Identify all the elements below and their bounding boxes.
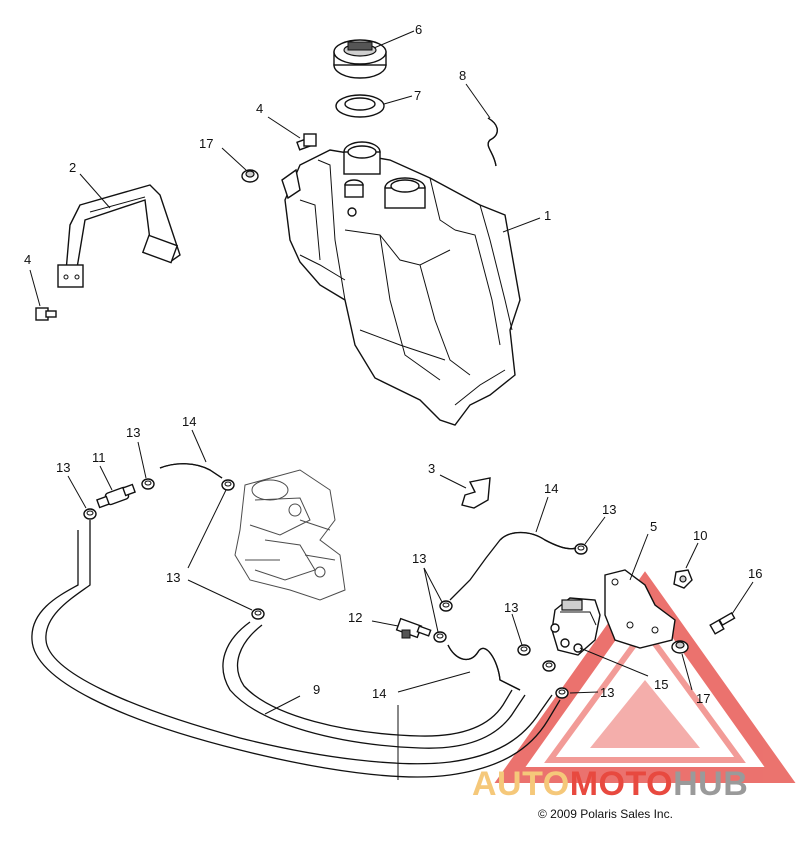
- watermark-logo: AUTOMOTOHUB: [472, 765, 748, 803]
- watermark-moto: MOTO: [570, 765, 673, 803]
- watermark-hub: HUB: [673, 765, 748, 803]
- hose-clip: [461, 477, 491, 509]
- callout-6: 6: [415, 22, 422, 37]
- clamp-13-a: [83, 508, 97, 520]
- tee-fitting: [395, 617, 432, 639]
- clamp-13-h: [517, 644, 531, 656]
- fuel-cap: [333, 39, 387, 79]
- callout-13-d: 13: [412, 551, 426, 566]
- tank-bracket: [57, 184, 181, 288]
- callout-3: 3: [428, 461, 435, 476]
- copyright-text: © 2009 Polaris Sales Inc.: [538, 807, 673, 821]
- fuel-pump-bracket: [604, 569, 676, 649]
- watermark-auto: AUTO: [472, 765, 570, 803]
- callout-5: 5: [650, 519, 657, 534]
- callout-14-b: 14: [544, 481, 558, 496]
- callout-4-left: 4: [24, 252, 31, 267]
- inline-fuel-filter: [96, 483, 136, 509]
- flange-nut-17-right: [671, 640, 689, 654]
- callout-13-g: 13: [600, 685, 614, 700]
- callout-13-a: 13: [56, 460, 70, 475]
- clamp-13-e: [439, 600, 453, 612]
- svg-text:AUTOMOTOHUB: AUTOMOTOHUB: [472, 765, 748, 803]
- fuel-pump: [550, 597, 601, 656]
- callout-4-upper: 4: [256, 101, 263, 116]
- callout-8: 8: [459, 68, 466, 83]
- callout-17-upper: 17: [199, 136, 213, 151]
- callout-7: 7: [414, 88, 421, 103]
- fuel-lines: [31, 463, 577, 778]
- callout-14-a: 14: [182, 414, 196, 429]
- callout-14-c: 14: [372, 686, 386, 701]
- clamp-13-j: [555, 687, 569, 699]
- flange-nut-upper: [241, 169, 259, 183]
- watermark-triangle: [494, 571, 796, 783]
- clamp-13-c: [221, 479, 235, 491]
- callout-16: 16: [748, 566, 762, 581]
- fuel-tank: [281, 141, 521, 426]
- callout-13-f: 13: [602, 502, 616, 517]
- callout-12: 12: [348, 610, 362, 625]
- bolt-upper: [296, 133, 317, 151]
- leader-lines: [29, 30, 754, 780]
- callout-2: 2: [69, 160, 76, 175]
- callout-17-right: 17: [696, 691, 710, 706]
- clamp-13-f: [433, 631, 447, 643]
- clamp-13-i: [542, 660, 556, 672]
- callout-10: 10: [693, 528, 707, 543]
- nut-10: [673, 569, 693, 589]
- callout-15: 15: [654, 677, 668, 692]
- clamp-13-b: [141, 478, 155, 490]
- hose-clamps: [83, 478, 588, 699]
- callout-13-b: 13: [126, 425, 140, 440]
- clamp-13-g: [574, 543, 588, 555]
- callout-13-c: 13: [166, 570, 180, 585]
- cap-gasket: [335, 94, 385, 118]
- engine-carburetor: [234, 469, 346, 601]
- callout-11: 11: [92, 450, 106, 465]
- bolt-left: [35, 307, 57, 321]
- callout-1: 1: [544, 208, 551, 223]
- bolt-16: [709, 611, 736, 635]
- clamp-13-d: [251, 608, 265, 620]
- callout-numbers: 1 2 3 4 4 5 6 7 8 9 10 11 12 13 13 13 13…: [24, 22, 762, 706]
- callout-13-e: 13: [504, 600, 518, 615]
- callout-9: 9: [313, 682, 320, 697]
